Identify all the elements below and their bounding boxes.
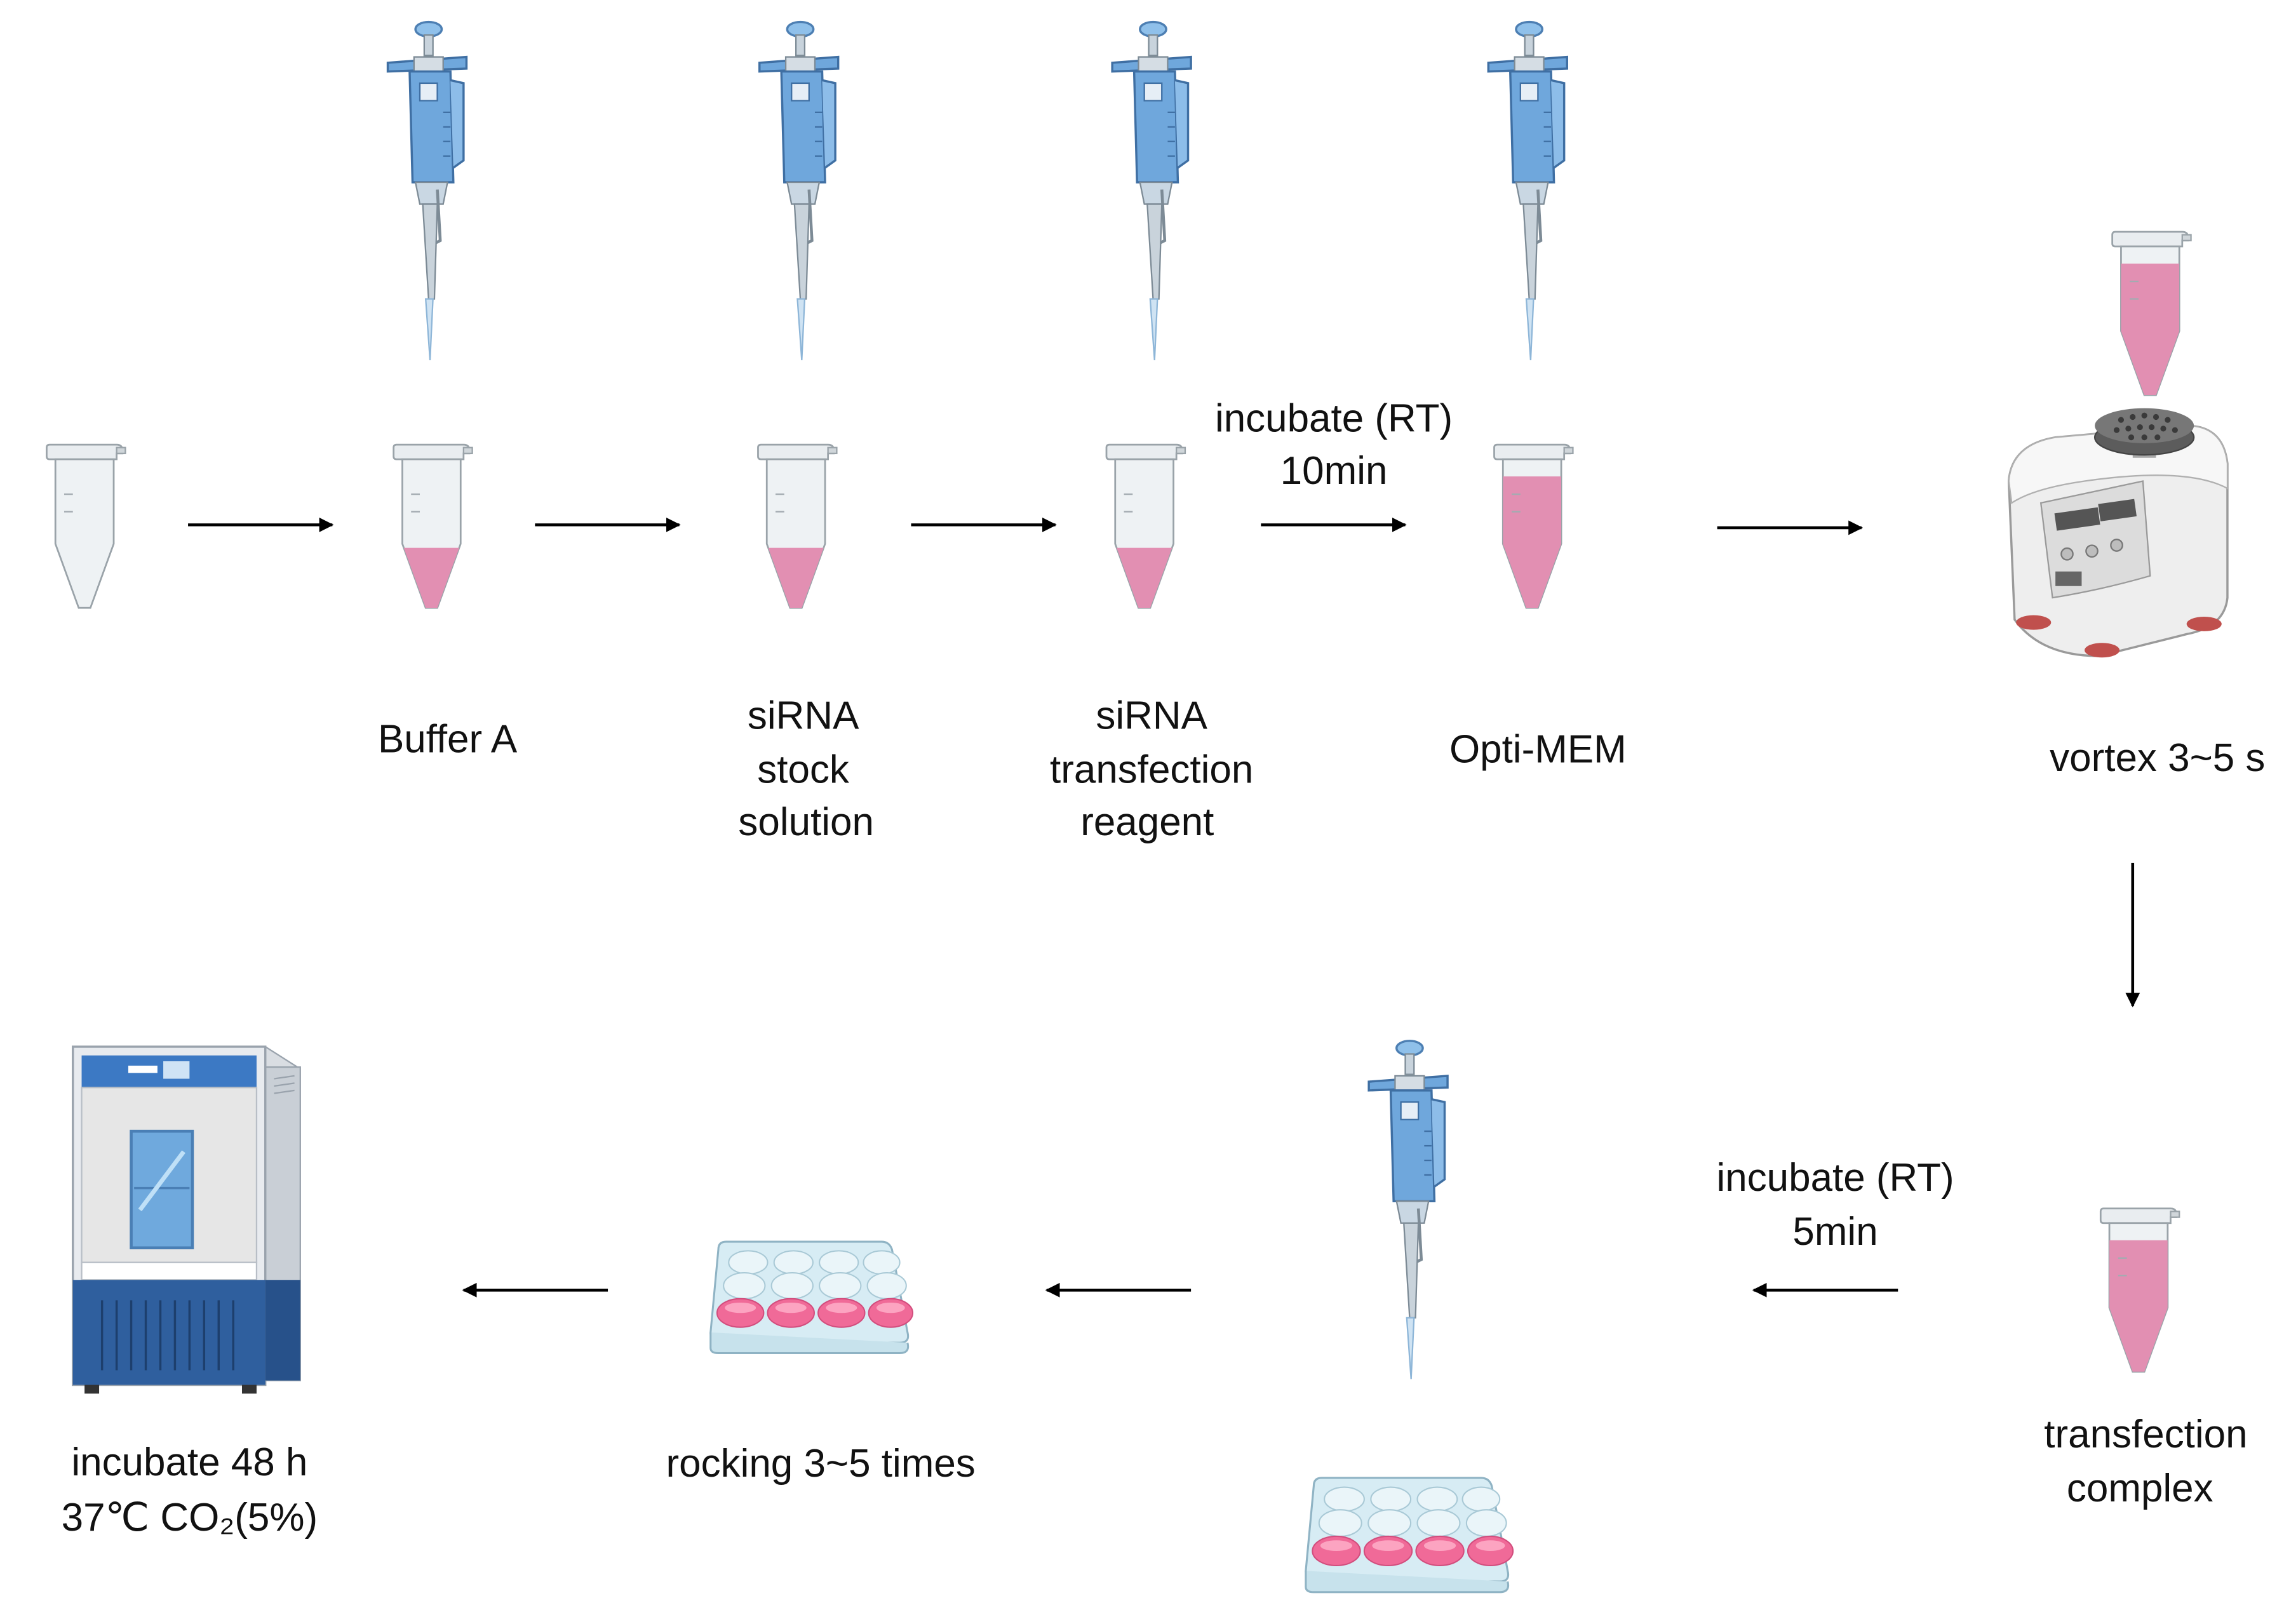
co2-incubator-icon [72, 1045, 301, 1394]
pipette-icon [388, 22, 467, 360]
label-incubate-10min: 10min [1280, 449, 1388, 493]
label-sirna-stock: stock [757, 748, 850, 792]
pipette-icon [1112, 22, 1191, 360]
label-incubate-48h: incubate 48 h [71, 1440, 307, 1484]
label-incubate-5min: incubate (RT) [1716, 1156, 1954, 1200]
microcentrifuge-tube-icon [393, 443, 473, 609]
pipette-icon [760, 22, 838, 360]
microcentrifuge-tube-icon [2099, 1207, 2180, 1373]
label-transfection-complex: complex [2067, 1466, 2213, 1510]
pipette-icon [1369, 1041, 1447, 1379]
label-sirna-stock: solution [738, 800, 874, 844]
well-plate-icon [1305, 1477, 1514, 1594]
microcentrifuge-tube-icon [46, 443, 126, 609]
vortex-mixer-icon [2007, 408, 2229, 658]
label-rocking: rocking 3~5 times [666, 1442, 976, 1486]
label-transfection-complex: transfection [2044, 1413, 2247, 1456]
microcentrifuge-tube-icon [1493, 443, 1574, 609]
label-sirna-reagent: reagent [1080, 800, 1214, 844]
microcentrifuge-tube-icon [757, 443, 838, 609]
label-incubate-48h: 37℃ CO₂(5%) [62, 1496, 318, 1540]
label-incubate-5min: 5min [1792, 1210, 1877, 1254]
label-incubate-10min: incubate (RT) [1215, 396, 1453, 440]
microcentrifuge-tube-icon [2111, 231, 2192, 396]
label-buffer-a: Buffer A [378, 717, 518, 761]
label-sirna-reagent: siRNA [1096, 694, 1207, 738]
microcentrifuge-tube-icon [1105, 443, 1186, 609]
well-plate-icon [709, 1240, 914, 1355]
label-sirna-reagent: transfection [1050, 748, 1253, 792]
label-vortex: vortex 3~5 s [2050, 736, 2265, 780]
label-opti-mem: Opti-MEM [1449, 727, 1627, 771]
label-sirna-stock: siRNA [748, 694, 859, 738]
pipette-icon [1488, 22, 1567, 360]
